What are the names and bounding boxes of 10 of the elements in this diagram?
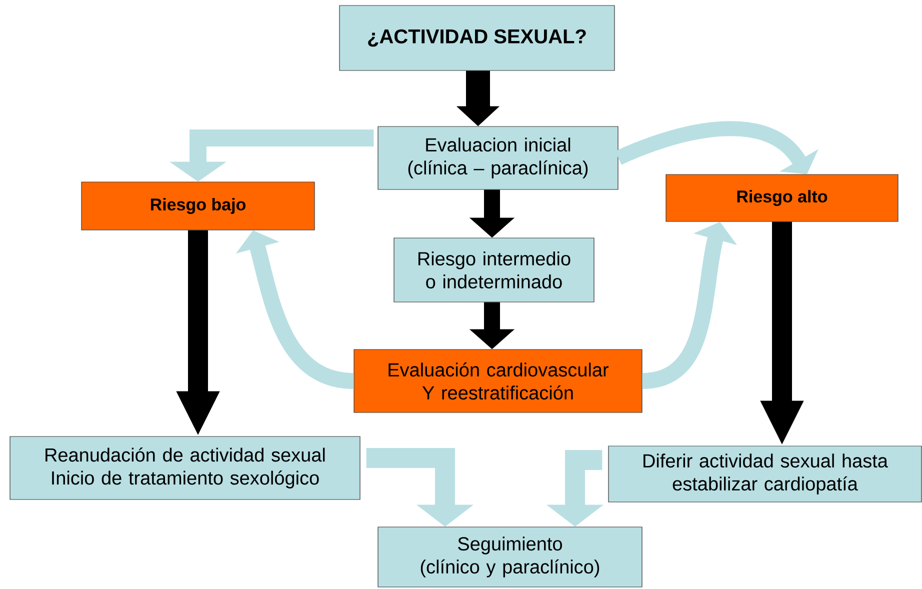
question-box: ¿ACTIVIDAD SEXUAL? [339, 5, 615, 71]
curved-arrow [615, 121, 818, 174]
process-box: Riesgo intermedio o indeterminado [394, 238, 594, 302]
process-box: Reanudación de actividad sexual Inicio de tratamiento sexológico [10, 436, 360, 500]
process-box: Evaluación cardiovascular Y reestratificación [354, 349, 642, 413]
process-box: Evaluacion inicial (clínica – paraclínica) [378, 126, 618, 190]
process-box: Diferir actividad sexual hasta estabilizar cardiopatía [608, 446, 922, 502]
risk-box: Riesgo alto [666, 174, 898, 222]
process-box: Seguimiento (clínico y paraclínico) [378, 526, 642, 588]
risk-box: Riesgo bajo [81, 182, 315, 230]
